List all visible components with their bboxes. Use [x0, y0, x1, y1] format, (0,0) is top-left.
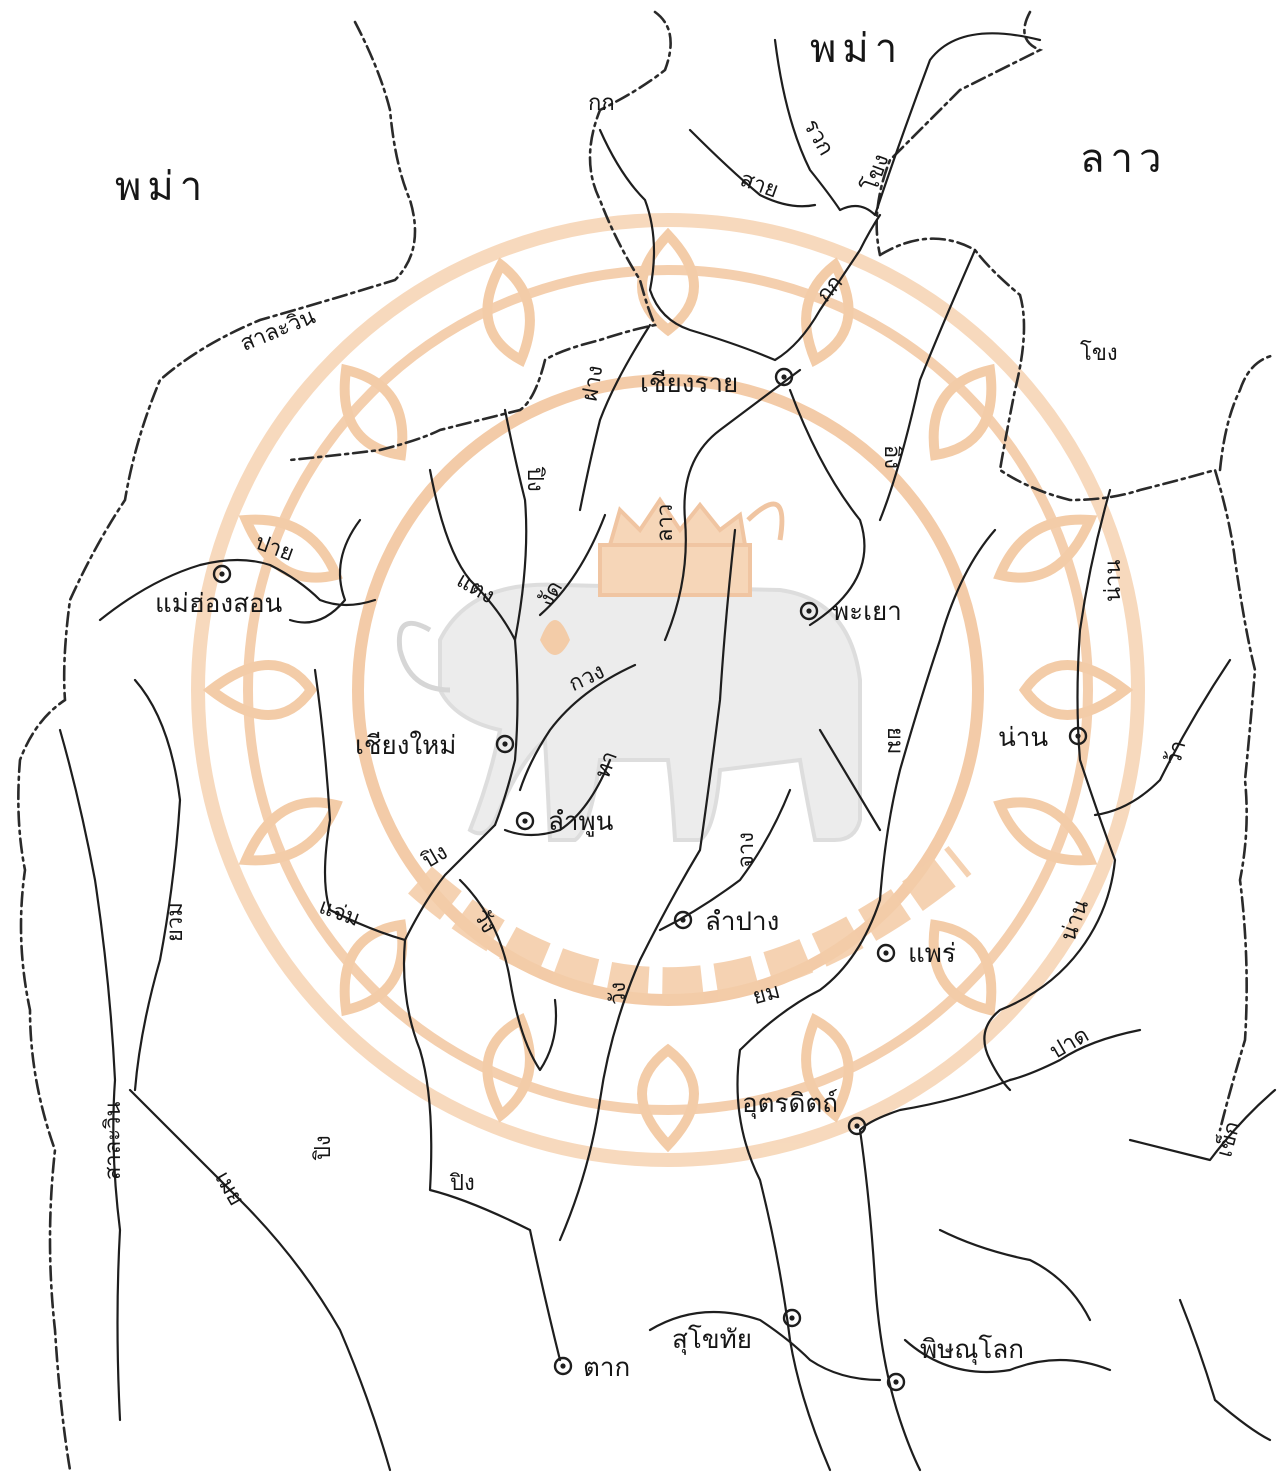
circled-dot-icon [673, 910, 693, 930]
river-label-wang: วัง [606, 982, 631, 1005]
city-label-nan: น่าน [998, 723, 1048, 753]
river-label-mekong: โขง [1080, 340, 1118, 366]
circled-dot-icon [553, 1356, 573, 1376]
river-label-kok: กก [588, 91, 615, 116]
river-label-ping: ปิง [522, 466, 547, 492]
city-label-mae-hong-son: แม่ฮ่องสอน [155, 589, 283, 619]
city-label-lampang: ลำปาง [705, 907, 779, 937]
circled-dot-icon [799, 601, 819, 621]
river-label-khek: เข็ก [1209, 1118, 1245, 1160]
circled-dot-icon [774, 367, 794, 387]
circled-dot-icon [876, 943, 896, 963]
city-label-phayao: พะเยา [832, 597, 902, 627]
city-label-uttaradit: อุตรดิตถ์ [742, 1089, 838, 1119]
circled-dot-icon [886, 1372, 906, 1392]
international-borders [17, 10, 1277, 1472]
circled-dot-icon [782, 1308, 802, 1328]
country-label-burma-north: พม่า [810, 26, 903, 72]
circled-dot-icon [515, 811, 535, 831]
river-label-ruak: รวก [798, 115, 838, 160]
circled-dot-icon [212, 564, 232, 584]
country-labels: พม่า พม่า ลาว [115, 26, 1167, 210]
city-markers [212, 367, 1088, 1392]
city-label-lamphun: ลำพูน [548, 807, 614, 837]
river-label-lao: ลาว [653, 504, 678, 542]
river-label-salween: สาละวิน [101, 1102, 126, 1180]
river-label-salween: สาละวิน [237, 304, 319, 357]
river-label-yom: ยม [882, 727, 907, 754]
circled-dot-icon [1068, 726, 1088, 746]
rivers [58, 32, 1277, 1472]
city-labels: เชียงราย แม่ฮ่องสอน พะเยา เชียงใหม่ ลำพู… [155, 369, 1048, 1383]
city-label-chiang-rai: เชียงราย [640, 369, 738, 399]
river-label-jang: จาง [734, 832, 759, 868]
city-label-phitsanulok: พิษณุโลก [920, 1334, 1024, 1365]
river-label-wa: ว้า [1161, 738, 1192, 768]
river-label-nan: น่าน [1101, 560, 1126, 602]
river-label-fang: ฝาง [578, 364, 609, 404]
river-label-ping-west: ปิง [311, 1135, 336, 1161]
river-label-mekong: โขง [857, 151, 894, 195]
country-label-burma-west: พม่า [115, 164, 208, 210]
river-label-ing: อิง [879, 445, 904, 469]
river-label-sai: สาย [737, 167, 782, 204]
city-label-sukhothai: สุโขทัย [672, 1324, 752, 1355]
circled-dot-icon [495, 734, 515, 754]
river-label-yuam: ยวม [163, 902, 188, 942]
country-label-laos: ลาว [1080, 136, 1167, 182]
circled-dot-icon [847, 1116, 867, 1136]
river-label-ping: ปิง [449, 1171, 475, 1196]
city-label-chiang-mai: เชียงใหม่ [355, 731, 456, 761]
river-label-pad: ปาด [1046, 1023, 1094, 1065]
university-seal-elephant-icon [191, 213, 1145, 1167]
city-label-phrae: แพร่ [908, 939, 956, 969]
city-label-tak: ตาก [583, 1353, 630, 1383]
